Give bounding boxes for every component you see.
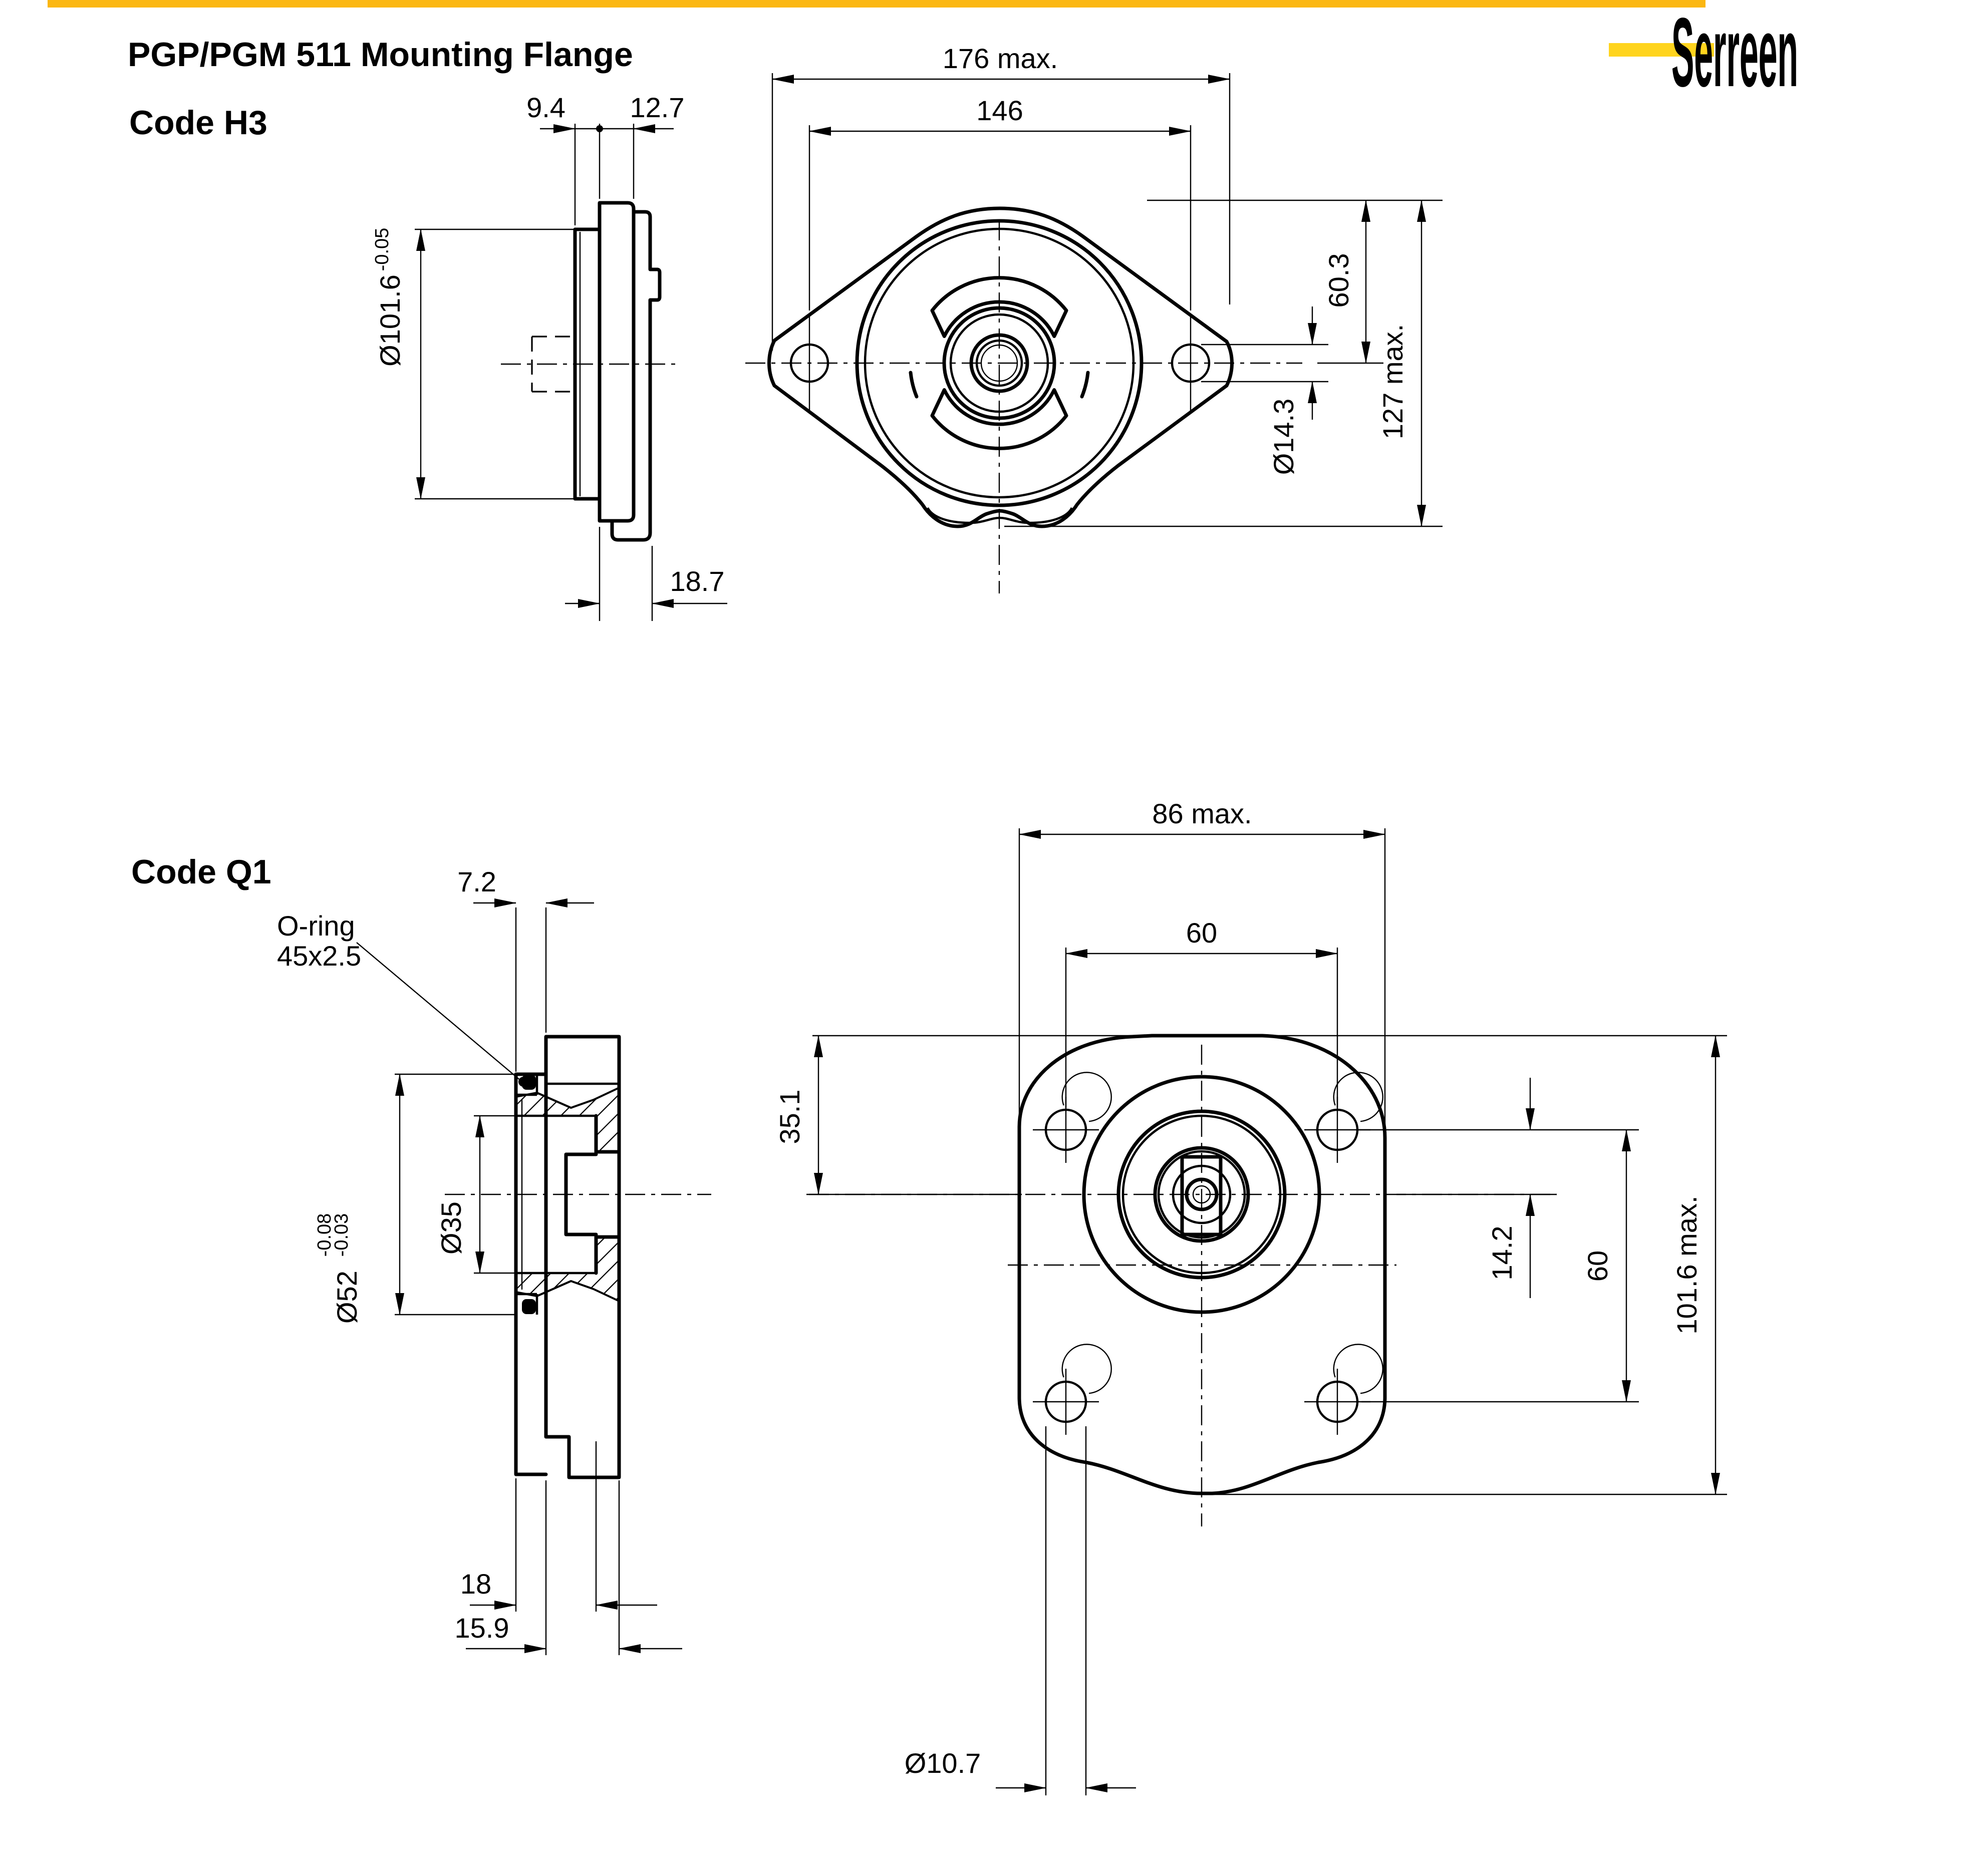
logo: Serreen <box>1609 0 1798 107</box>
h3-dim-flange-thickness: 12.7 <box>630 92 685 123</box>
q1-front-view: 86 max. 60 35.1 14.2 60 101.6 max. Ø10.7 <box>774 798 1727 1795</box>
h3-dim-pilot-dia: Ø101.6 <box>374 274 406 367</box>
h3-side-view: 9.4 12.7 Ø101.6 -0.05 18.7 <box>372 92 727 621</box>
q1-bolt-holes <box>1033 1072 1383 1435</box>
q1-dim-flange-thickness: 7.2 <box>457 866 496 897</box>
h3-flange-outline <box>767 206 1234 528</box>
q1-oring-size: 45x2.5 <box>277 940 361 972</box>
q1-dim-center-to-bolt: 14.2 <box>1486 1226 1518 1281</box>
q1-section-hatch-bottom <box>515 1236 620 1302</box>
q1-side-view: O-ring 45x2.5 7.2 Ø52 -0.03 -0.08 Ø35 18… <box>277 866 711 1655</box>
h3-kidney-slot-bottom <box>930 388 1068 450</box>
h3-dim-top-to-center: 60.3 <box>1323 253 1354 308</box>
h3-body-outline <box>610 210 662 542</box>
q1-dim-bolt-dia: Ø10.7 <box>905 1747 981 1779</box>
h3-dim-bolt-dia: Ø14.3 <box>1268 399 1299 475</box>
q1-flange-outline <box>1017 1034 1387 1495</box>
q1-dim-width: 86 max. <box>1152 798 1252 829</box>
q1-oring-section-bottom <box>522 1299 536 1314</box>
logo-wordmark: Serreen <box>1671 0 1798 107</box>
logo-dash <box>1609 43 1714 57</box>
q1-dim-top-to-center: 35.1 <box>774 1090 805 1144</box>
h3-dim-bolt-spacing: 146 <box>976 95 1023 126</box>
q1-dim-pilot-tol-upper: -0.03 <box>331 1213 352 1257</box>
h3-dim-pilot-tol: -0.05 <box>372 228 393 271</box>
h3-flange-plate-outline <box>598 201 636 523</box>
h3-dim-depth: 18.7 <box>670 565 725 597</box>
q1-dim-pilot-tol-lower: -0.08 <box>314 1213 335 1257</box>
h3-dim-pilot-offset: 9.4 <box>526 92 565 123</box>
q1-section-hatch-top <box>515 1087 620 1153</box>
top-accent-bar <box>48 0 1706 8</box>
h3-dim-width: 176 max. <box>943 43 1058 74</box>
q1-flange-plate-outline <box>514 1072 548 1476</box>
q1-oring-label: O-ring <box>277 910 355 942</box>
h3-kidney-slot-top <box>930 276 1068 338</box>
q1-dim-depth-bore: 18 <box>460 1568 491 1600</box>
section-code-h3: Code H3 <box>129 104 267 142</box>
q1-body-outline <box>544 1035 621 1479</box>
q1-dim-height: 101.6 max. <box>1671 1195 1702 1334</box>
q1-dim-bore-dia: Ø35 <box>435 1201 467 1255</box>
q1-dim-pilot-dia: Ø52 <box>331 1271 363 1324</box>
q1-dim-bolt-spacing-h: 60 <box>1186 917 1217 949</box>
q1-dim-depth-body: 15.9 <box>455 1612 509 1644</box>
section-code-q1: Code Q1 <box>131 853 271 891</box>
h3-front-view: 176 max. 146 60.3 Ø14.3 127 max. <box>745 43 1443 593</box>
q1-dim-bolt-spacing-v: 60 <box>1582 1251 1613 1282</box>
page-title: PGP/PGM 511 Mounting Flange <box>128 36 633 74</box>
h3-dim-height: 127 max. <box>1377 324 1408 439</box>
